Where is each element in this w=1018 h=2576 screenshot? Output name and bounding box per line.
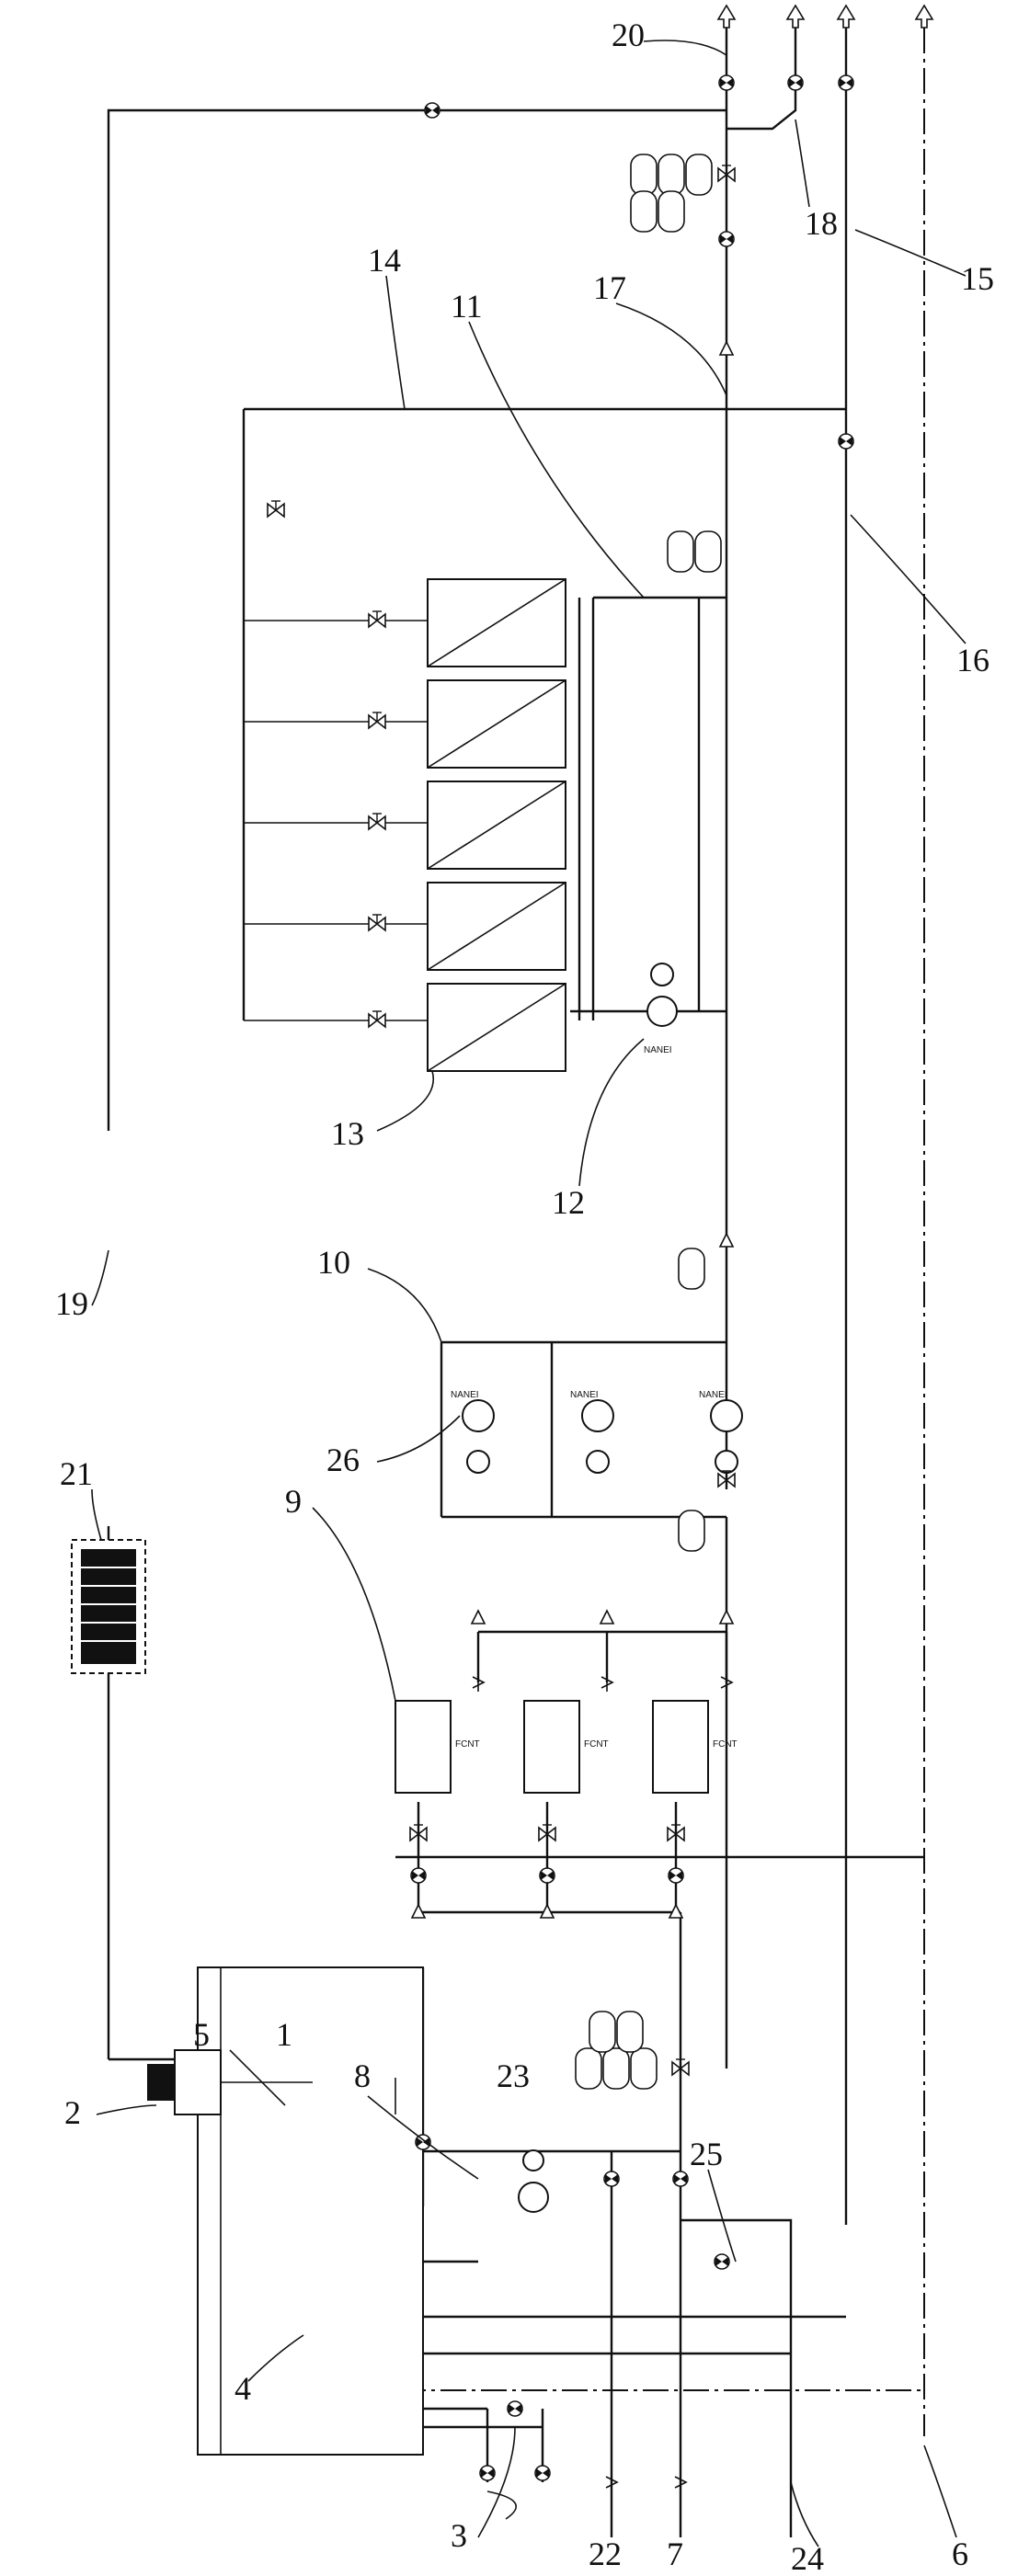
label-4: 4 — [234, 2370, 251, 2407]
label-26: 26 — [326, 1442, 360, 1478]
pump-23 — [518, 2149, 549, 2213]
membrane-modules-13 — [427, 578, 566, 1072]
reference-numerals: 20 18 15 17 11 14 16 13 12 10 26 9 19 21… — [55, 17, 994, 2576]
label-5: 5 — [193, 2016, 210, 2053]
leader-lines — [91, 40, 967, 2548]
svg-text:FCNT: FCNT — [713, 1739, 738, 1750]
branch-line-18 — [726, 28, 797, 131]
label-21: 21 — [60, 1455, 93, 1492]
label-15: 15 — [961, 260, 994, 297]
label-25: 25 — [690, 2136, 723, 2172]
pumps-26: NANEI NANEI NANEI — [451, 1390, 743, 1474]
label-7: 7 — [667, 2536, 683, 2572]
tank-1 — [197, 1966, 424, 2456]
svg-text:FCNT: FCNT — [455, 1739, 480, 1750]
label-6: 6 — [952, 2536, 968, 2572]
heat-exchanger-21 — [71, 1539, 146, 1674]
label-8: 8 — [354, 2057, 371, 2094]
label-13: 13 — [331, 1115, 364, 1152]
label-18: 18 — [805, 205, 838, 242]
svg-text:FCNT: FCNT — [584, 1739, 609, 1750]
label-3: 3 — [451, 2517, 467, 2554]
label-11: 11 — [451, 288, 483, 325]
label-16: 16 — [956, 642, 989, 678]
module-feed-lines — [244, 620, 428, 1021]
return-line-19 — [107, 108, 726, 1131]
label-9: 9 — [285, 1483, 302, 1520]
label-22: 22 — [589, 2536, 622, 2572]
svg-text:NANEI: NANEI — [699, 1390, 727, 1400]
pump-12: NANEI — [644, 963, 678, 1055]
label-1: 1 — [276, 2016, 292, 2053]
label-14: 14 — [368, 242, 401, 279]
label-12: 12 — [552, 1184, 585, 1221]
agitator-2 — [147, 2049, 313, 2115]
label-2: 2 — [64, 2094, 81, 2131]
label-10: 10 — [317, 1244, 350, 1281]
svg-text:NANEI: NANEI — [644, 1045, 672, 1055]
label-19: 19 — [55, 1285, 88, 1322]
label-20: 20 — [612, 17, 645, 53]
svg-text:NANEI: NANEI — [451, 1390, 479, 1400]
label-23: 23 — [497, 2057, 530, 2094]
label-17: 17 — [593, 269, 626, 306]
filters-9: FCNT FCNT FCNT — [395, 1700, 738, 1794]
label-24: 24 — [791, 2540, 824, 2576]
svg-text:NANEI: NANEI — [570, 1390, 599, 1400]
